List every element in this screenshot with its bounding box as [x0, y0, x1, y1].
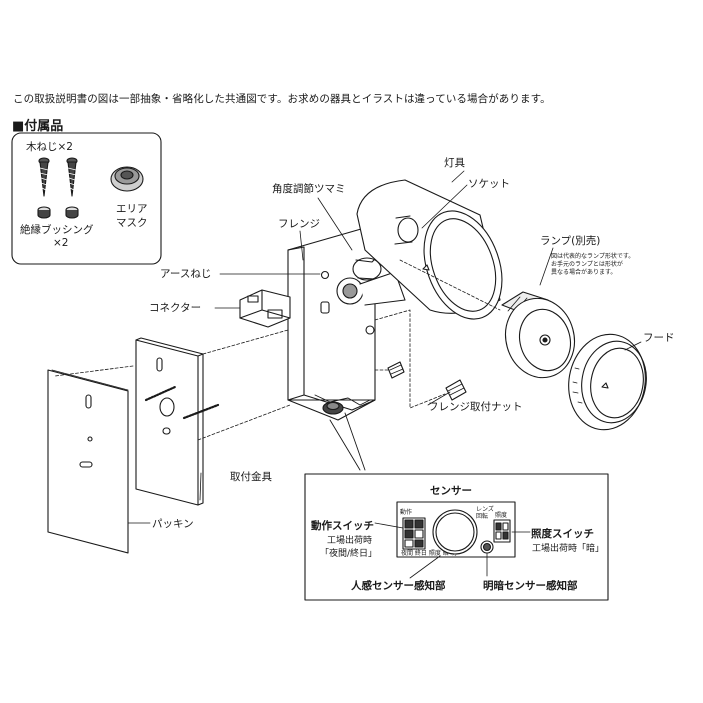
human-sensor-lens-icon — [432, 509, 478, 555]
label-bushing-count: ×2 — [53, 237, 68, 249]
operation-switch-icon — [402, 517, 426, 550]
label-op-value: 「夜間/終日」 — [320, 547, 377, 559]
label-lamp-note-1: 図は代表的なランプ形状です。 — [551, 252, 634, 260]
packing-plate — [47, 369, 129, 554]
label-bracket: 取付金具 — [230, 470, 272, 483]
panel-label-lens-rotate: 回転 — [476, 512, 488, 520]
label-lux-switch: 照度スイッチ — [531, 527, 594, 540]
label-op-factory: 工場出荷時 — [327, 534, 372, 546]
label-angle-knob: 角度調節ツマミ — [272, 182, 346, 195]
lux-switch-icon — [493, 519, 511, 543]
label-connector: コネクター — [149, 302, 201, 314]
area-mask-icon — [110, 166, 144, 192]
flange-body — [287, 224, 376, 421]
label-socket: ソケット — [468, 178, 510, 190]
disclaimer-note: この取扱説明書の図は一部抽象・省略化した共通図です。お求めの器具とイラストは違っ… — [13, 93, 551, 105]
label-flange-nut: フレンジ取付ナット — [428, 400, 523, 413]
label-area-mask-1: エリア — [116, 203, 148, 215]
label-op-switch: 動作スイッチ — [311, 519, 374, 532]
label-wood-screw: 木ねじ×2 — [26, 141, 73, 153]
earth-screw-icon — [320, 270, 330, 280]
alignment-lines — [54, 259, 501, 441]
panel-bottom-labels: 夜間 終日 照度 暗 明 — [401, 549, 457, 557]
accessories-box: 木ねじ×2 絶縁ブッシング ×2 エリア マスク — [11, 132, 162, 265]
leader-lines — [127, 170, 642, 524]
label-area-mask-2: マスク — [116, 217, 148, 229]
label-fixture: 灯具 — [444, 157, 465, 169]
mounting-bracket — [135, 337, 220, 506]
hood — [568, 333, 647, 431]
label-lamp-note-3: 異なる場合があります。 — [551, 268, 616, 276]
label-flange: フレンジ — [278, 218, 320, 230]
panel-label-op: 動作 — [400, 508, 412, 516]
wood-screw-icon — [38, 157, 78, 197]
label-lamp: ランプ(別売) — [540, 234, 600, 247]
panel-label-lens: レンズ — [476, 505, 494, 513]
label-bushing: 絶縁ブッシング — [20, 223, 94, 236]
label-earth-screw: アースねじ — [160, 268, 211, 280]
sensor-detail-box: センサー 動作 レンズ 回転 照度 夜間 終日 照度 暗 明 — [304, 412, 609, 601]
accessories-heading: ■付属品 — [12, 119, 64, 134]
panel-label-lux: 照度 — [495, 511, 507, 519]
label-lux-factory: 工場出荷時「暗」 — [532, 542, 604, 554]
label-human-sensor: 人感センサー感知部 — [351, 579, 446, 592]
label-lamp-note-2: お手元のランプとは形状が — [551, 260, 623, 268]
label-hood: フード — [643, 332, 675, 344]
label-light-sensor: 明暗センサー感知部 — [483, 579, 578, 592]
angle-knob — [336, 253, 406, 306]
lamp-fixture — [356, 179, 503, 320]
flange-nuts — [387, 361, 467, 401]
label-packing: パッキン — [152, 518, 194, 530]
lamp-bulb — [501, 291, 575, 379]
sensor-title: センサー — [430, 485, 472, 497]
insulation-bushing-icon — [37, 206, 79, 219]
connector — [239, 289, 291, 328]
